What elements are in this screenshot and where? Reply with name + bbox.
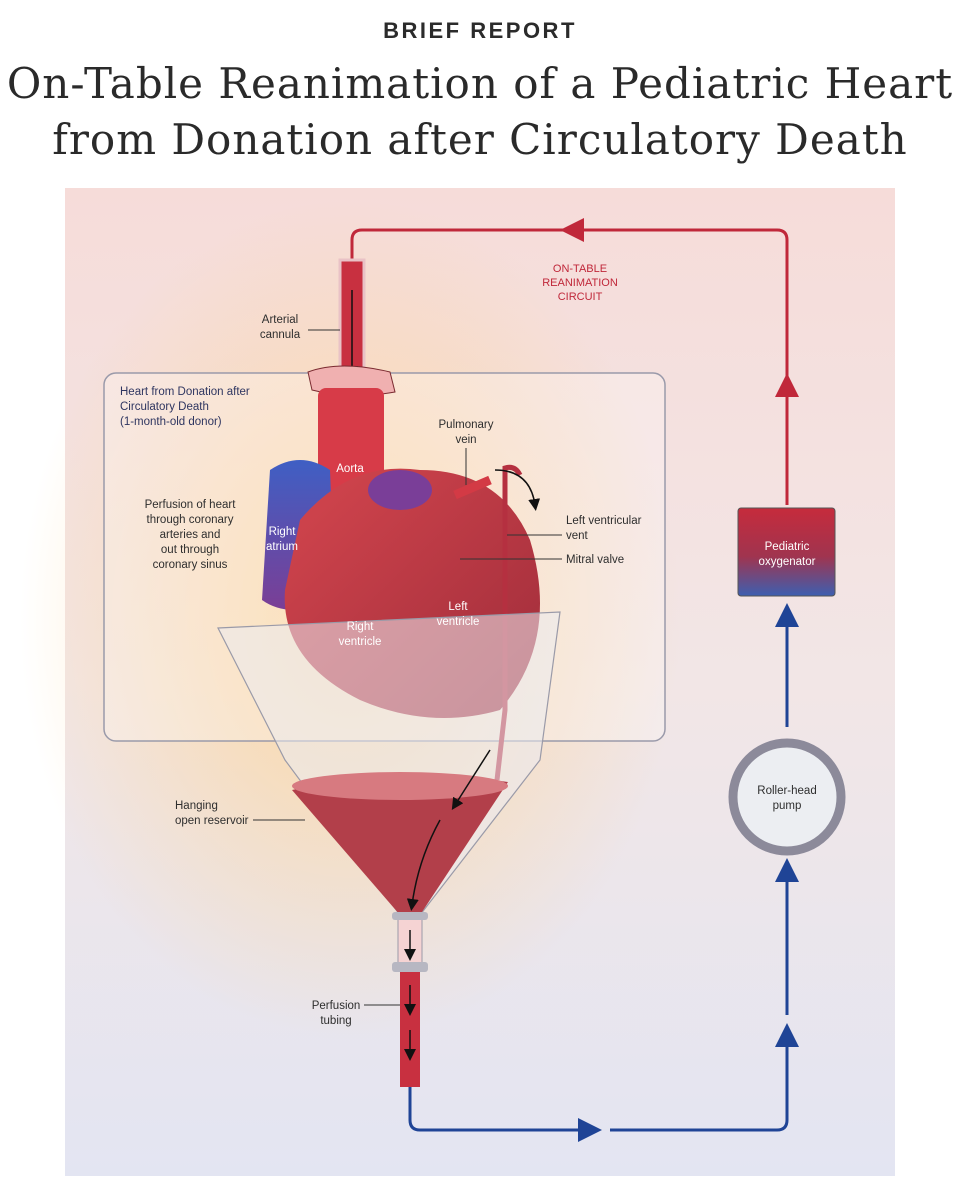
pediatric-oxygenator: [737, 507, 836, 597]
roller-head-pump: [728, 738, 846, 856]
hanging-reservoir: [217, 611, 561, 916]
mitral-valve-label: Mitral valve: [566, 554, 624, 566]
article-title: On-Table Reanimation of a Pediatric Hear…: [0, 56, 960, 168]
perfusion-tubing: [392, 912, 428, 1087]
section-kicker: BRIEF REPORT: [383, 18, 577, 43]
title-line-1: On-Table Reanimation of a Pediatric Hear…: [6, 59, 954, 108]
title-line-2: from Donation after Circulatory Death: [52, 115, 908, 164]
venous-circuit: [408, 603, 799, 1142]
arterial-circuit: [350, 218, 799, 505]
aorta-label: Aorta: [336, 463, 364, 475]
